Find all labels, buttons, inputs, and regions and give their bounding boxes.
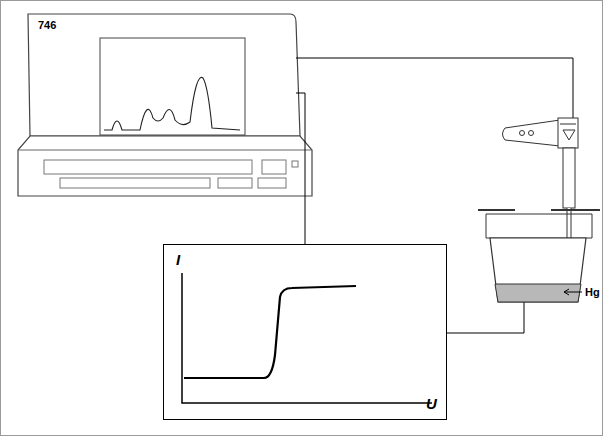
keyboard-spacebar — [60, 178, 210, 188]
electrode-screw — [529, 131, 534, 136]
keyboard-base — [18, 136, 312, 196]
electrode-block — [558, 118, 578, 148]
cell-holder — [486, 214, 592, 238]
leader-arrow — [564, 289, 582, 295]
computer: 746 — [28, 14, 296, 136]
electrode-shaft — [563, 148, 575, 208]
mercury-pool — [495, 284, 581, 302]
connector-wire — [296, 93, 305, 244]
keyboard-keys — [44, 160, 252, 174]
substance-label: Hg — [585, 286, 600, 298]
keyboard-led — [292, 161, 298, 167]
cell-lid — [478, 209, 600, 211]
wire — [296, 58, 573, 150]
plot-box: IU — [163, 244, 447, 420]
electrode-head — [503, 120, 561, 146]
keyboard-edge — [18, 150, 312, 151]
electrode-detail — [560, 124, 576, 140]
iu-curve — [164, 245, 445, 418]
wire — [447, 302, 524, 333]
keyboard-key — [218, 178, 252, 188]
monitor-screen — [100, 38, 245, 135]
model-number: 746 — [38, 19, 56, 31]
keyboard-key — [258, 178, 286, 188]
cell-vessel — [490, 238, 586, 302]
monitor-housing — [28, 14, 300, 136]
electrode-screw — [520, 131, 525, 136]
screen-peaks — [104, 77, 240, 130]
axis-label: U — [426, 395, 437, 412]
keyboard-key — [262, 160, 286, 174]
axis-label: I — [176, 251, 180, 268]
